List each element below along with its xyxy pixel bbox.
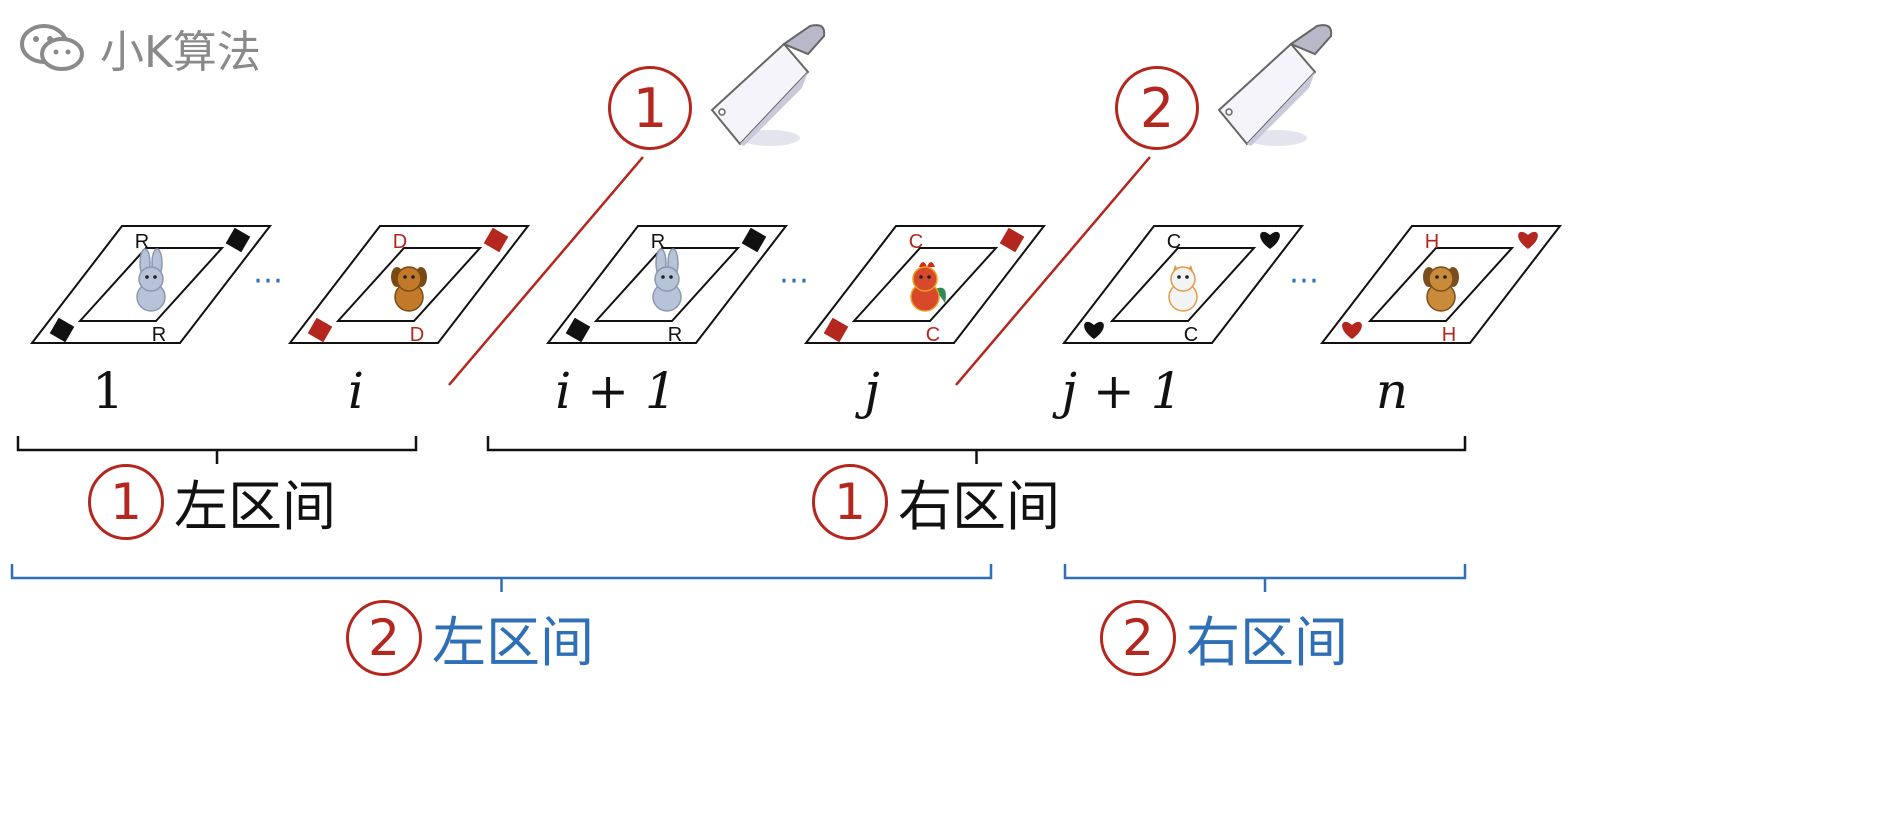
- card-suit-diamond-icon: [225, 227, 251, 253]
- card-suit-heart-icon: [1342, 321, 1362, 339]
- rabbit-icon: [652, 248, 682, 312]
- card-rank-bottom: D: [410, 324, 424, 346]
- card-rank-top: R: [651, 231, 665, 253]
- card-suit-diamond-icon: [307, 317, 333, 343]
- caption-cut1-right-text: 右区间: [898, 475, 1060, 538]
- caption-cut2-left-number: 2: [346, 599, 422, 676]
- bracket-cut2-left: [10, 564, 993, 592]
- caption-cut1-left: 1 左区间: [88, 462, 336, 541]
- card-inner-frame: [1109, 247, 1257, 322]
- caption-cut2-left-text: 左区间: [432, 611, 594, 674]
- card-rank-bottom: R: [668, 324, 682, 346]
- cleaver-icon: [1217, 24, 1333, 146]
- playing-card: CC: [1061, 225, 1305, 346]
- card-rank-bottom: H: [1442, 324, 1456, 346]
- watermark-text: 小K算法: [100, 27, 261, 78]
- bracket-cut1-left: [16, 436, 418, 464]
- rabbit-icon: [136, 248, 166, 312]
- playing-card: DD: [287, 225, 531, 346]
- cut-line-2: [955, 156, 1151, 386]
- card-rank-top: R: [135, 231, 149, 253]
- card-rank-bottom: C: [1184, 324, 1198, 346]
- card-suit-heart-icon: [1518, 231, 1538, 249]
- playing-card: RR: [545, 225, 789, 346]
- card-suit-heart-icon: [1260, 231, 1280, 249]
- index-label-j: j: [864, 362, 880, 420]
- card-suit-diamond-icon: [823, 317, 849, 343]
- wechat-icon: [20, 24, 84, 71]
- card-inner-frame: [593, 247, 741, 322]
- card-rank-top: C: [909, 231, 923, 253]
- caption-cut1-right: 1 右区间: [812, 462, 1060, 541]
- caption-cut2-right-number: 2: [1100, 599, 1176, 676]
- card-inner-frame: [1367, 247, 1515, 322]
- cat-icon: [1168, 265, 1198, 312]
- playing-card: CC: [803, 225, 1047, 346]
- rooster-icon: [910, 262, 946, 312]
- horse-icon: [1423, 266, 1459, 312]
- playing-card: RR: [29, 225, 273, 346]
- caption-cut2-right-text: 右区间: [1186, 611, 1348, 674]
- caption-cut1-left-text: 左区间: [174, 475, 336, 538]
- cleaver-icon: [710, 24, 826, 146]
- ellipsis-dots: ⋯: [253, 263, 283, 298]
- card-rank-bottom: C: [926, 324, 940, 346]
- ellipsis-dots: ⋯: [1289, 263, 1319, 298]
- card-suit-diamond-icon: [483, 227, 509, 253]
- card-inner-frame: [335, 247, 483, 322]
- bracket-cut2-right: [1063, 564, 1467, 592]
- cut-marker-1: 1: [608, 66, 692, 150]
- index-label-j-plus-1: j + 1: [1061, 362, 1183, 420]
- card-suit-diamond-icon: [741, 227, 767, 253]
- card-suit-diamond-icon: [565, 317, 591, 343]
- watermark: 小K算法: [18, 16, 261, 80]
- card-suit-diamond-icon: [49, 317, 75, 343]
- playing-card: HH: [1319, 225, 1563, 346]
- card-rank-top: C: [1167, 231, 1181, 253]
- card-rank-top: H: [1425, 231, 1439, 253]
- card-suit-heart-icon: [1084, 321, 1104, 339]
- card-inner-frame: [851, 247, 999, 322]
- cut-line-1: [448, 156, 644, 386]
- card-rank-top: D: [393, 231, 407, 253]
- bracket-cut1-right: [486, 436, 1467, 464]
- caption-cut1-left-number: 1: [88, 463, 164, 540]
- dog-icon: [391, 266, 427, 312]
- caption-cut1-right-number: 1: [812, 463, 888, 540]
- index-label-i: i: [348, 362, 364, 420]
- caption-cut2-left: 2 左区间: [346, 598, 594, 677]
- cut-marker-2: 2: [1115, 66, 1199, 150]
- card-suit-diamond-icon: [999, 227, 1025, 253]
- index-label-n: n: [1375, 362, 1409, 420]
- caption-cut2-right: 2 右区间: [1100, 598, 1348, 677]
- ellipsis-dots: ⋯: [779, 263, 809, 298]
- index-label-1: 1: [92, 362, 124, 420]
- card-inner-frame: [77, 247, 225, 322]
- card-rank-bottom: R: [152, 324, 166, 346]
- index-label-i-plus-1: i + 1: [555, 362, 677, 420]
